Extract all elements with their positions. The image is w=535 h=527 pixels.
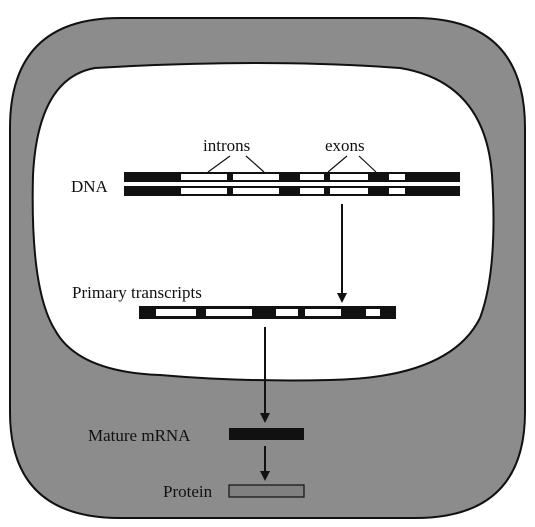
nucleus bbox=[31, 62, 495, 382]
intron-segment bbox=[156, 309, 196, 316]
dna-strand-top bbox=[124, 172, 460, 182]
introns-callout-lines bbox=[207, 155, 265, 173]
intron-segment bbox=[300, 174, 324, 180]
primary-transcripts-label: Primary transcripts bbox=[72, 283, 202, 302]
intron-segment bbox=[330, 188, 368, 194]
intron-segment bbox=[300, 188, 324, 194]
intron-segment bbox=[233, 188, 279, 194]
intron-segment bbox=[181, 188, 227, 194]
protein-label: Protein bbox=[163, 482, 213, 501]
intron-segment bbox=[366, 309, 380, 316]
mature-mrna-bar bbox=[229, 428, 304, 440]
intron-segment bbox=[389, 174, 405, 180]
introns-label: introns bbox=[203, 136, 250, 155]
intron-segment bbox=[233, 174, 279, 180]
protein-bar bbox=[228, 484, 305, 498]
dna-label: DNA bbox=[71, 177, 109, 196]
intron-segment bbox=[206, 309, 252, 316]
intron-segment bbox=[330, 174, 368, 180]
intron-segment bbox=[181, 174, 227, 180]
intron-segment bbox=[305, 309, 341, 316]
exons-callout-lines bbox=[327, 155, 377, 173]
mature-mrna-label: Mature mRNA bbox=[88, 426, 191, 445]
primary-transcript bbox=[139, 306, 396, 319]
intron-segment bbox=[276, 309, 298, 316]
dna-strand-bottom bbox=[124, 186, 460, 196]
exons-label: exons bbox=[325, 136, 365, 155]
intron-segment bbox=[389, 188, 405, 194]
